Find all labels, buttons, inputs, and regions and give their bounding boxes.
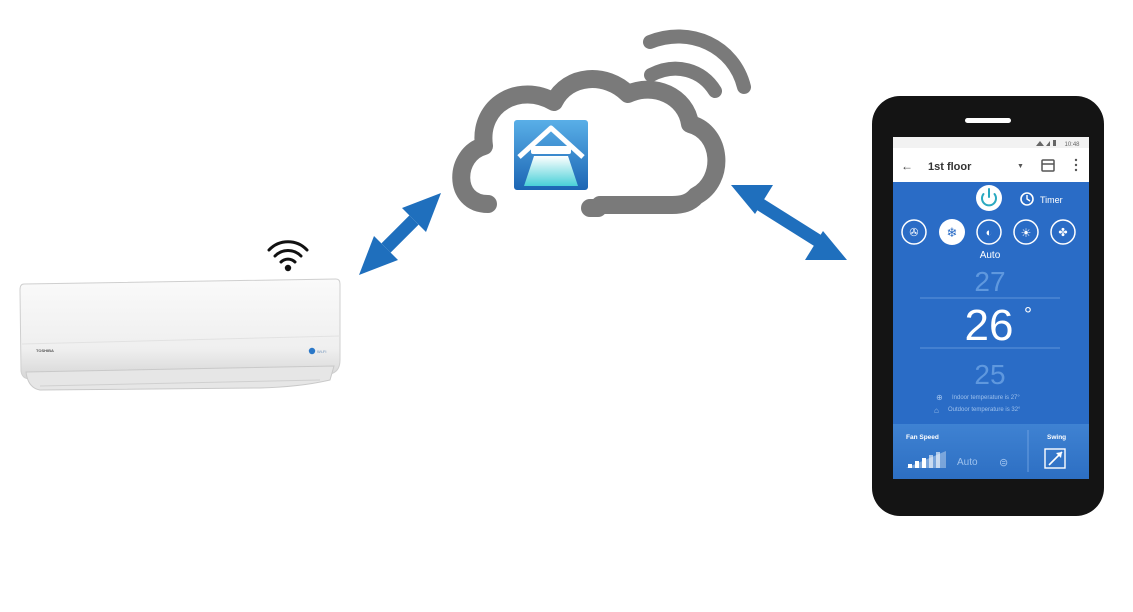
air-conditioner-unit: TOSHIBA Wi-Fi [19,240,341,391]
indoor-thermometer-icon: ⊕ [936,393,943,402]
outdoor-house-icon: ⌂ [934,406,939,415]
indoor-temperature-text: Indoor temperature is 27° [952,395,1020,401]
swing-label: Swing [1047,434,1066,441]
app-bar-title: 1st floor [928,161,972,173]
fan-speed-value[interactable]: Auto [957,457,978,468]
back-arrow-icon[interactable]: ← [901,159,913,173]
fan-speed-label: Fan Speed [906,434,939,441]
fan-mode-button[interactable]: ✇ [901,219,927,245]
bottom-control-panel [893,424,1089,479]
svg-text:✇: ✇ [909,227,918,239]
timer-label[interactable]: Timer [1040,195,1063,205]
svg-text:✤: ✤ [1058,227,1067,239]
svg-text:☀: ☀ [1021,226,1032,240]
temp-current: 26 [965,301,1014,350]
temp-unit: ° [1024,304,1032,326]
signal-waves-icon [643,29,751,98]
more-menu-icon[interactable] [1074,158,1078,172]
svg-text:❄: ❄ [947,225,958,240]
outdoor-temperature-text: Outdoor temperature is 32° [948,407,1021,413]
mode-label: Auto [980,250,1001,261]
arrow-ac-cloud [359,193,441,275]
wifi-icon [267,240,309,272]
status-time: 10:48 [1064,142,1080,148]
dry-mode-button[interactable]: ◐ [976,219,1002,245]
ac-brand-label: TOSHIBA [36,348,54,353]
svg-text:◐: ◐ [986,227,993,239]
arrow-cloud-phone [731,185,847,260]
fan-only-mode-button[interactable]: ✤ [1050,219,1076,245]
ac-wifi-badge-label: Wi-Fi [317,349,326,354]
timer-clock-icon[interactable] [1020,192,1034,206]
ac-wifi-badge-icon [308,347,316,355]
status-bar-icons [1036,140,1056,146]
power-button[interactable] [976,185,1002,211]
swing-icon[interactable] [1044,448,1066,469]
cool-mode-button[interactable]: ❄ [939,219,965,245]
temp-below[interactable]: 25 [974,359,1005,390]
fan-speed-bars-icon[interactable] [906,451,946,468]
heat-mode-button[interactable]: ☀ [1013,219,1039,245]
temp-above[interactable]: 27 [974,266,1005,297]
home-app-icon [512,118,590,192]
calendar-icon[interactable] [1041,159,1055,172]
smartphone: 10:48 ← 1st floor ▼ Timer [872,96,1104,516]
fan-auto-icon[interactable]: ⊜ [999,457,1008,469]
cloud [452,29,751,217]
dropdown-caret-icon[interactable]: ▼ [1017,163,1024,170]
mode-buttons: ✇ ❄ ◐ ☀ ✤ [901,219,1076,245]
